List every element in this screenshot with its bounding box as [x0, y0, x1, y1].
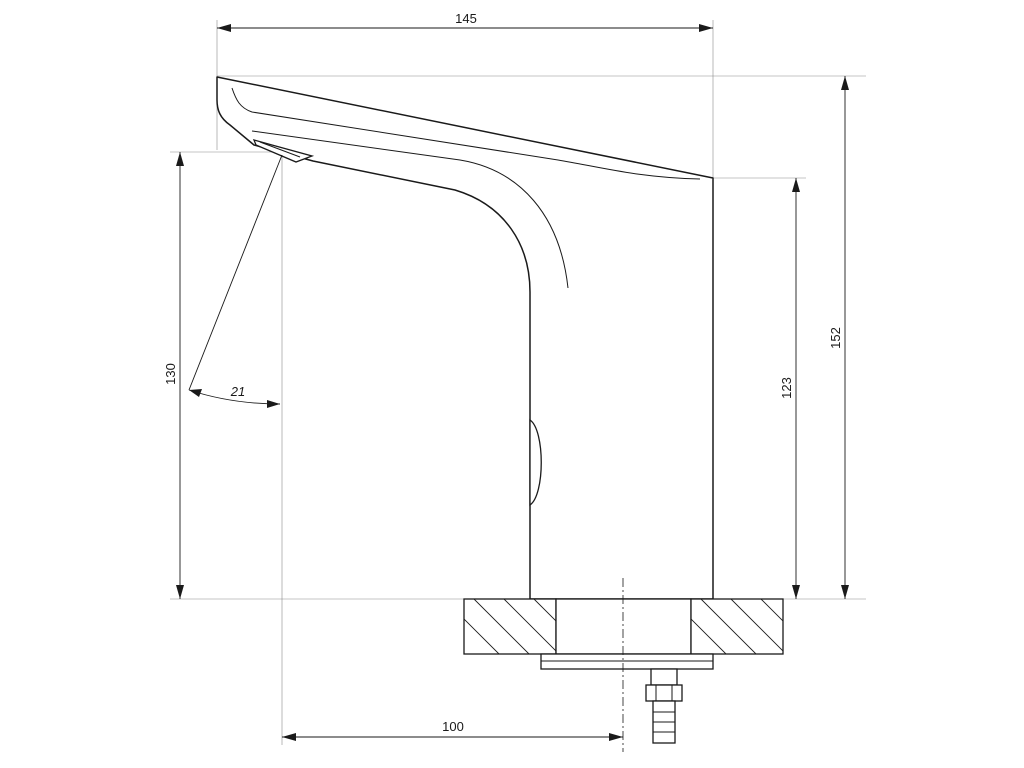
hose-connector: [650, 668, 678, 686]
dimension-145: 145: [217, 11, 713, 32]
faucet-body: [216, 76, 714, 600]
centre-bore: [555, 598, 692, 655]
dimension-123: 123: [779, 178, 800, 599]
dimension-100-label: 100: [442, 719, 464, 734]
hose-nut: [645, 684, 683, 702]
dimension-100: 100: [282, 719, 623, 741]
dimension-145-label: 145: [455, 11, 477, 26]
dimension-152: 152: [828, 76, 849, 599]
dimension-130: 130: [163, 152, 184, 599]
mounting-section: [463, 598, 784, 744]
faucet-outline: [216, 76, 714, 600]
dimension-130-label: 130: [163, 363, 178, 385]
dimension-152-label: 152: [828, 327, 843, 349]
sensor-window: [529, 418, 542, 507]
right-hatched-block: [690, 598, 784, 655]
dimension-123-label: 123: [779, 377, 794, 399]
left-hatched-block: [463, 598, 557, 655]
spout-lower-edge: [251, 130, 569, 289]
dimension-21-angle: 21: [188, 154, 283, 408]
spout-inner-contour: [231, 87, 701, 180]
dimension-21-label: 21: [230, 384, 245, 399]
